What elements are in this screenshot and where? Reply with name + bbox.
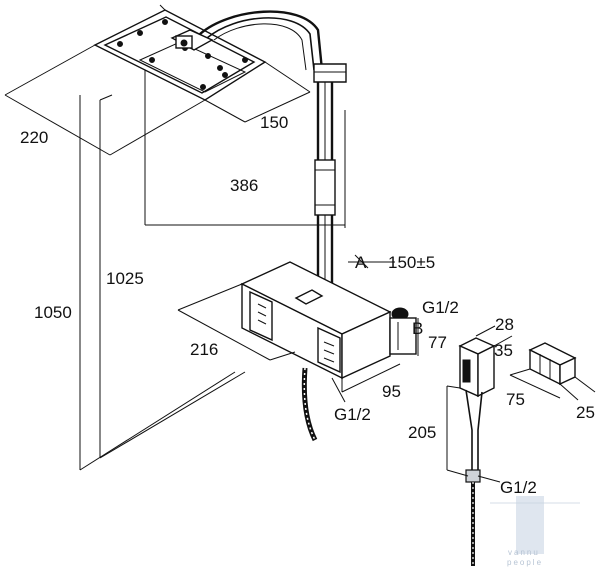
- wall-holder: [528, 342, 577, 386]
- dim-hose-connection: G1/2: [500, 478, 537, 497]
- dim-mixer-width: 216: [190, 340, 218, 359]
- dim-block-height: 77: [428, 333, 447, 352]
- dim-head-width: 220: [20, 128, 48, 147]
- callout-b: B: [412, 319, 423, 338]
- dim-inlet-bottom: G1/2: [334, 405, 371, 424]
- mixer-body: [240, 261, 417, 380]
- dim-hose-length: 205: [408, 423, 436, 442]
- dim-mixer-spacing: 150±5: [388, 253, 435, 272]
- dimension-lines: [4, 4, 596, 483]
- dim-handle-width: 28: [495, 315, 514, 334]
- watermark: vannu people: [490, 496, 580, 567]
- dimension-labels: 220 150 386 1050 1025 A 150±5 B G1/2 216…: [20, 113, 595, 497]
- shower-head: [93, 9, 267, 101]
- dim-head-depth: 150: [260, 113, 288, 132]
- dim-height-total: 1050: [34, 303, 72, 322]
- dim-head-reach: 386: [230, 176, 258, 195]
- watermark-line2: people: [507, 558, 543, 567]
- dim-inlet-right: G1/2: [422, 298, 459, 317]
- dim-mixer-depth: 95: [382, 382, 401, 401]
- callout-a: A: [355, 253, 367, 272]
- dim-height-arm: 1025: [106, 269, 144, 288]
- watermark-line1: vannu: [508, 548, 540, 557]
- shower-arm: [199, 10, 347, 83]
- riser-pipe: [314, 82, 336, 300]
- dim-holder-width: 75: [506, 390, 525, 409]
- dim-holder-depth: 25: [576, 403, 595, 422]
- hand-shower: [458, 337, 496, 566]
- hose: [301, 367, 318, 442]
- dim-handle-depth: 35: [494, 341, 513, 360]
